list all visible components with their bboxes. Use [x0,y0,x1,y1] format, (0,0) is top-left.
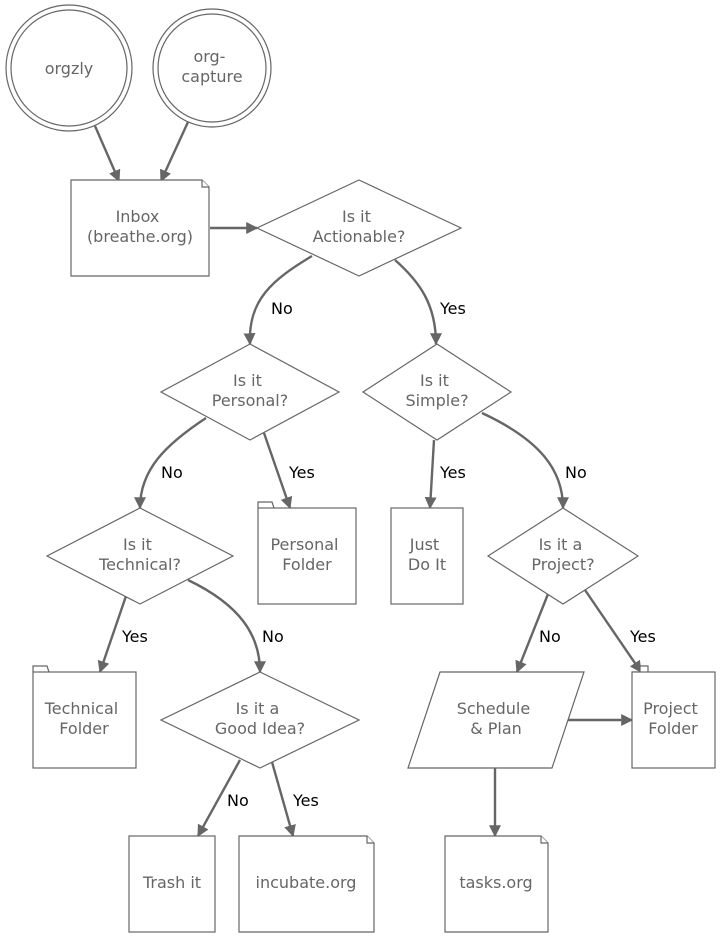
node-personal: Is it Personal? [159,343,341,441]
node-label: Trash it [142,873,201,892]
node-label-line: Personal? [212,391,289,410]
edge-label-good-idea-no: No [227,791,249,810]
node-label-line: Technical [44,699,118,718]
node-label: orgzly [45,59,94,78]
edge-orgzly-inbox [93,125,121,183]
node-label: Personal Folder [270,535,343,574]
node-personal-folder: Personal Folder [257,501,357,605]
node-label-line: Is it [420,371,449,390]
nodes: orgzly org- capture Inbox (breathe.org) … [5,4,716,933]
node-label-line: Schedule [457,699,531,718]
node-label: Technical Folder [44,699,124,738]
node-label-line: org- [193,47,225,66]
node-label-line: tasks.org [459,873,532,892]
node-label-line: Trash it [142,873,201,892]
node-label: Just Do It [408,535,446,574]
node-label-line: Technical? [98,555,181,574]
node-label: Is it a Good Idea? [215,699,305,738]
node-project: Is it a Project? [486,507,640,605]
node-label-line: capture [181,67,242,86]
edge-personal-personal-folder [262,432,293,510]
node-org-capture: org- capture [152,8,272,128]
edge-technical-good-idea [187,578,266,674]
node-label: Is it Actionable? [313,207,406,246]
node-label: Schedule & Plan [457,699,536,738]
edge-good-idea-incubate [270,761,296,838]
edge-label-actionable-yes: Yes [439,299,466,318]
node-label-line: Is it [342,207,371,226]
node-good-idea: Is it a Good Idea? [159,671,361,769]
node-label: Is it Technical? [98,535,181,574]
node-label: incubate.org [256,873,357,892]
edge-actionable-personal [243,254,313,346]
node-label-line: Folder [59,719,109,738]
node-label-line: Project [643,699,698,718]
node-technical-folder: Technical Folder [32,665,137,769]
edge-labels: No Yes No Yes Yes No Yes No No Yes No Ye… [121,299,656,810]
node-label-line: Actionable? [313,227,406,246]
node-label: Is it Simple? [405,371,468,410]
node-tasks: tasks.org [444,835,549,933]
node-label-line: Simple? [405,391,468,410]
node-simple: Is it Simple? [361,343,513,441]
edge-label-good-idea-yes: Yes [292,791,319,810]
node-label: org- capture [181,47,242,86]
edge-org-capture-inbox [159,121,190,183]
edge-label-technical-yes: Yes [121,627,148,646]
node-label-line: Project? [531,555,594,574]
edge-label-actionable-no: No [271,299,293,318]
edge-good-idea-trash [196,759,242,838]
node-incubate: incubate.org [238,835,375,933]
node-project-folder: Project Folder [631,665,716,769]
node-label-line: Good Idea? [215,719,305,738]
edge-label-technical-no: No [262,627,284,646]
node-trash: Trash it [128,835,216,933]
node-label-line: Folder [282,555,332,574]
node-technical: Is it Technical? [45,507,235,605]
node-label-line: Is it [123,535,152,554]
edge-simple-project [481,411,569,510]
node-label-line: Just [409,535,439,554]
edge-technical-technical-folder [97,595,128,674]
edge-label-project-no: No [539,627,561,646]
edge-label-simple-no: No [565,463,587,482]
edge-label-project-yes: Yes [629,627,656,646]
node-label-line: Inbox [116,207,160,226]
node-label: Inbox (breathe.org) [87,207,193,246]
node-orgzly: orgzly [5,4,133,132]
node-schedule: Schedule & Plan [407,671,585,769]
node-label-line: Folder [648,719,698,738]
edge-actionable-simple [394,259,442,346]
node-actionable: Is it Actionable? [255,179,463,277]
edges [93,121,642,838]
node-label-line: incubate.org [256,873,357,892]
node-label: tasks.org [459,873,532,892]
node-label-line: Is it a [539,535,583,554]
node-label-line: (breathe.org) [87,227,193,246]
node-label-line: Do It [408,555,446,574]
edge-label-personal-yes: Yes [288,463,315,482]
node-label-line: orgzly [45,59,94,78]
node-label-line: Is it a [236,699,280,718]
node-label: Is it a Project? [531,535,594,574]
node-label: Project Folder [643,699,703,738]
edge-personal-technical [134,416,207,510]
node-inbox: Inbox (breathe.org) [70,179,210,277]
node-label-line: & Plan [470,719,522,738]
edge-simple-just-do-it [424,439,437,510]
edge-label-personal-no: No [161,463,183,482]
node-just-do-it: Just Do It [390,507,464,605]
node-label: Is it Personal? [212,371,289,410]
edge-project-schedule [515,593,550,674]
edge-project-project-folder [584,589,642,673]
node-label-line: Is it [233,371,262,390]
edge-label-simple-yes: Yes [439,463,466,482]
node-label-line: Personal [270,535,338,554]
